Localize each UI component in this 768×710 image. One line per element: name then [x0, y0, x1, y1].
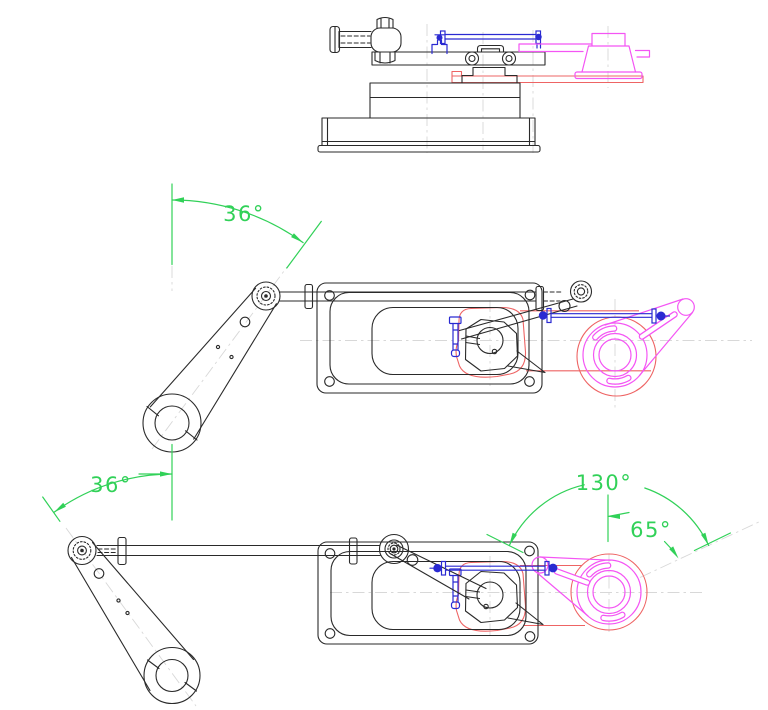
link-rod-blue	[538, 307, 671, 324]
crank-bore	[476, 581, 504, 609]
middle-view: 36°	[142, 183, 752, 453]
link-rod-top	[444, 33, 537, 40]
rod-end-bearing	[569, 280, 593, 303]
dim-arrow	[53, 502, 66, 513]
shaft-pedestal	[461, 66, 518, 84]
actuating-rod	[67, 533, 419, 566]
threaded-pin	[338, 30, 372, 49]
rod-end-bearing	[251, 281, 281, 311]
ball-stud	[656, 311, 666, 321]
dim-arrow	[509, 532, 517, 546]
link-rod-blue	[429, 560, 558, 576]
corner-hole	[524, 376, 535, 387]
dim-arrow	[172, 197, 184, 203]
ball-stud	[436, 34, 443, 41]
pivot-bearing	[378, 533, 410, 565]
lever-hub-top	[581, 32, 637, 73]
dim-arrow	[160, 471, 172, 477]
corner-hole	[524, 289, 536, 301]
ball-stud	[538, 311, 548, 320]
rod-end-bearing	[67, 535, 97, 566]
dim-label-130: 130°	[576, 471, 633, 495]
lever-magenta	[582, 298, 695, 388]
top-view-centerlines	[426, 24, 609, 153]
clevis-saddle	[476, 44, 505, 53]
corner-hole	[324, 548, 336, 559]
lever-top	[518, 32, 651, 80]
lever-hub	[582, 322, 648, 388]
dim-arrow	[291, 233, 304, 243]
ball-bracket	[431, 43, 448, 55]
bottom-nut	[374, 51, 396, 64]
lever-tip	[531, 556, 549, 574]
lock-nut	[558, 299, 571, 313]
crank-bar	[371, 44, 546, 66]
pivot-boss	[142, 393, 202, 453]
motor-base	[317, 66, 541, 153]
lever-tip	[677, 298, 695, 316]
corner-hole	[324, 628, 336, 639]
corner-hole	[524, 631, 536, 642]
gearbox-housing	[317, 541, 539, 645]
guide-pin-blue	[448, 568, 462, 610]
corner-hole	[324, 290, 335, 301]
angle-dim-36-lower: 36°	[42, 443, 173, 522]
pivot-boss	[143, 646, 201, 705]
dim-label-65: 65°	[630, 518, 672, 542]
dim-arrow	[608, 514, 620, 519]
angle-dim-36-upper: 36°	[171, 183, 322, 269]
ball-stud	[433, 564, 442, 573]
alt-position-red	[455, 306, 657, 397]
wiper-arm	[142, 287, 277, 453]
bottom-view-centerlines	[65, 520, 763, 707]
ball-link-top	[431, 30, 542, 55]
mount-plate-red	[451, 70, 644, 84]
top-view	[317, 16, 651, 153]
ball-stud	[548, 563, 558, 573]
top-nut	[376, 16, 394, 29]
hub-envelope-red	[570, 553, 648, 631]
bottom-view: 36° 130° 65°	[42, 443, 763, 707]
lever-magenta	[531, 556, 642, 625]
middle-view-centerlines	[151, 266, 752, 450]
corner-hole	[324, 376, 335, 387]
wiper-arm	[70, 541, 201, 705]
dim-arrow	[669, 546, 679, 559]
actuating-rod	[251, 280, 593, 313]
crank-plate	[464, 570, 544, 626]
lock-nut	[406, 554, 419, 566]
crank-plate	[464, 318, 546, 374]
dim-label-36-upper: 36°	[223, 202, 265, 226]
drag-link	[458, 298, 578, 340]
dim-label-36-lower: 36°	[90, 473, 132, 497]
guide-pin-blue	[448, 316, 462, 358]
rod-end-fitting	[329, 16, 402, 64]
dim-arrow	[701, 532, 709, 546]
angle-dim-130-65: 130° 65°	[486, 471, 731, 559]
corner-hole	[524, 545, 535, 557]
ball-stud	[535, 33, 542, 41]
gearbox-housing	[316, 282, 543, 394]
crank-bore	[476, 326, 504, 355]
